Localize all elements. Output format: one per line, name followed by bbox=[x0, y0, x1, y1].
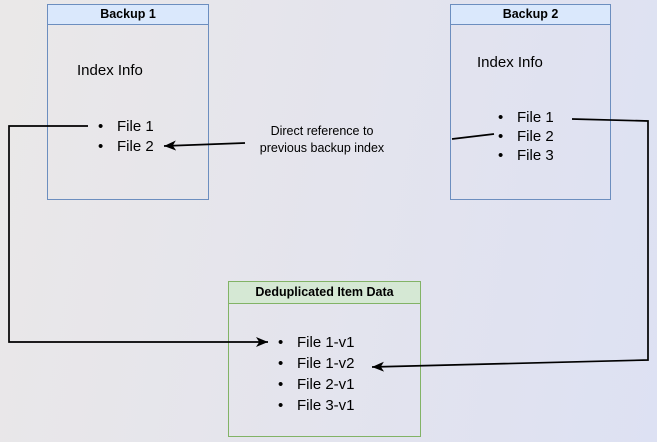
backup2-file-list: File 1File 2File 3 bbox=[498, 108, 554, 165]
dedup-title: Deduplicated Item Data bbox=[229, 282, 420, 304]
backup1-index-info-label: Index Info bbox=[77, 62, 143, 79]
backup2-box: Backup 2 Index Info File 1File 2File 3 bbox=[450, 4, 611, 200]
backup1-title: Backup 1 bbox=[48, 5, 208, 25]
backup1-file-list: File 1File 2 bbox=[98, 117, 154, 157]
edge-annotation: Direct reference to previous backup inde… bbox=[237, 123, 407, 157]
list-item: File 2 bbox=[98, 137, 154, 157]
backup1-box: Backup 1 Index Info File 1File 2 bbox=[47, 4, 209, 200]
list-item: File 1-v1 bbox=[278, 332, 355, 353]
list-item: File 2-v1 bbox=[278, 374, 355, 395]
list-item: File 1 bbox=[498, 108, 554, 127]
backup2-title: Backup 2 bbox=[451, 5, 610, 25]
list-item: File 1-v2 bbox=[278, 353, 355, 374]
list-item: File 3-v1 bbox=[278, 395, 355, 416]
edge-annotation-line1: Direct reference to bbox=[270, 124, 374, 138]
dedup-item-list: File 1-v1File 1-v2File 2-v1File 3-v1 bbox=[278, 332, 355, 416]
backup2-index-info-label: Index Info bbox=[477, 54, 543, 71]
list-item: File 2 bbox=[498, 127, 554, 146]
list-item: File 1 bbox=[98, 117, 154, 137]
list-item: File 3 bbox=[498, 146, 554, 165]
dedup-box: Deduplicated Item Data File 1-v1File 1-v… bbox=[228, 281, 421, 437]
edge-annotation-line2: previous backup index bbox=[259, 141, 385, 155]
